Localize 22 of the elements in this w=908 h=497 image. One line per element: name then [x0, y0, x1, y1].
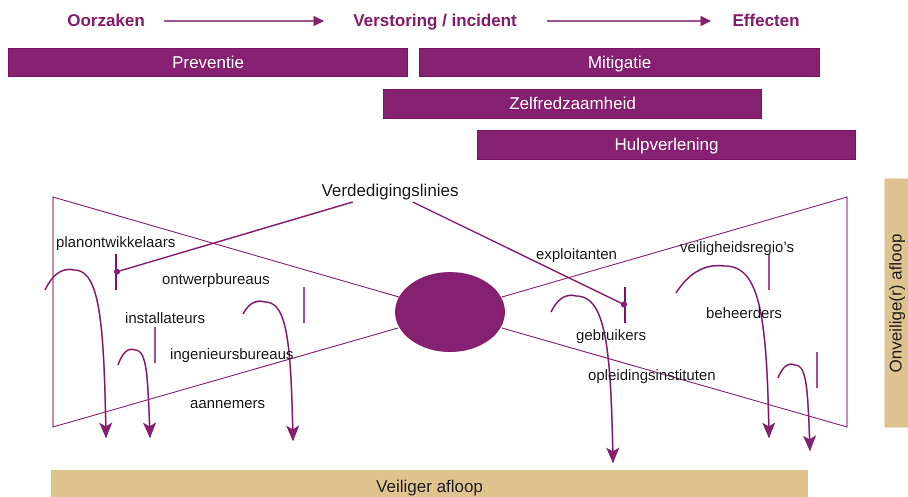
- phase-bar: Zelfredzaamheid: [383, 89, 762, 119]
- phase-bar: Mitigatie: [419, 48, 820, 77]
- outcome-band: Veiliger afloop: [51, 470, 808, 497]
- actor-label: installateurs: [125, 310, 206, 328]
- defense-line: [624, 287, 626, 323]
- outcome-band: Onveilige(r) afloop: [884, 178, 908, 428]
- phase-bar: Preventie: [8, 48, 408, 77]
- stage-heading: Verstoring / incident: [335, 10, 535, 32]
- stage-heading: Oorzaken: [60, 10, 152, 32]
- leader-line: [412, 201, 627, 308]
- actor-label: ontwerpbureaus: [162, 271, 270, 289]
- defense-line: [115, 254, 117, 290]
- actor-label: veiligheidsregio’s: [680, 239, 794, 257]
- arrow: [547, 16, 712, 26]
- actor-label: exploitanten: [536, 246, 617, 264]
- actor-label: aannemers: [190, 395, 266, 413]
- phase-bar: Hulpverlening: [477, 130, 856, 160]
- callout-heading: Verdedigingslinies: [300, 180, 480, 202]
- leader-line: [114, 201, 353, 275]
- stage-heading: Effecten: [722, 10, 810, 32]
- actor-label: planontwikkelaars: [56, 234, 176, 252]
- arrow: [164, 16, 324, 26]
